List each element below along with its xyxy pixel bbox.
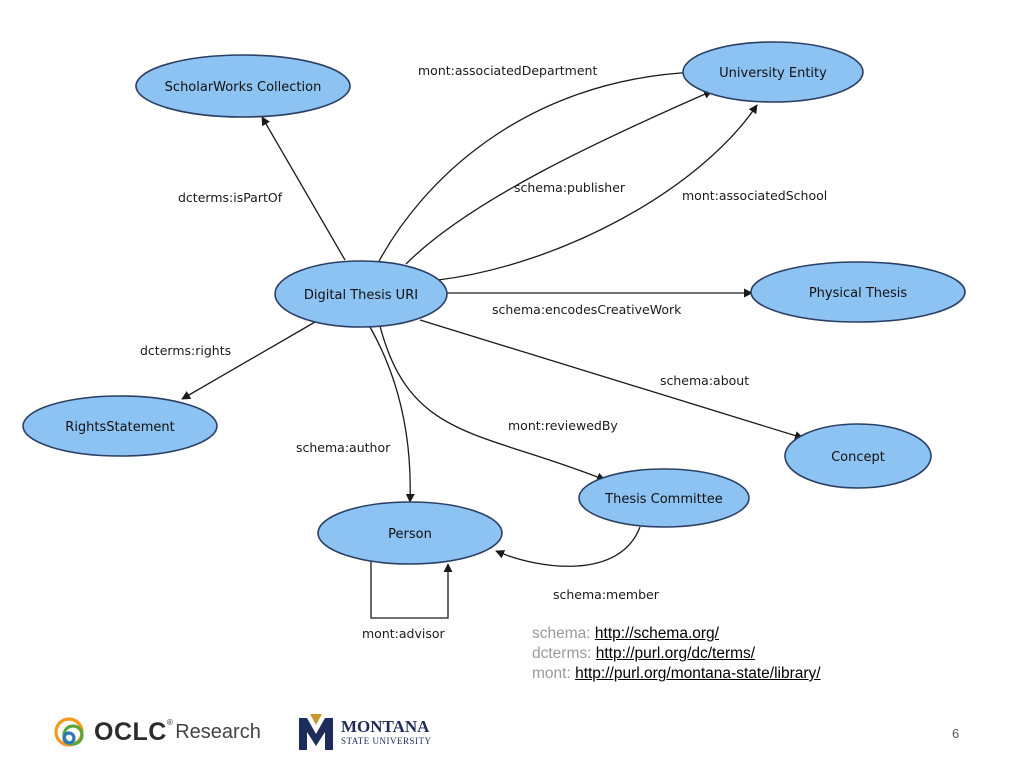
node-concept: Concept xyxy=(784,423,932,489)
namespace-prefix: dcterms: xyxy=(532,645,592,662)
namespace-link-dcterms[interactable]: http://purl.org/dc/terms/ xyxy=(595,645,756,662)
msu-wordmark: MONTANA STATE UNIVERSITY xyxy=(341,718,432,746)
rdf-diagram: dcterms:isPartOf mont:associatedDepartme… xyxy=(22,41,966,641)
edge-associated-department xyxy=(377,67,697,264)
node-university-entity: University Entity xyxy=(682,41,864,103)
node-label-digital-thesis: Digital Thesis URI xyxy=(304,288,418,303)
node-physical-thesis: Physical Thesis xyxy=(750,261,966,323)
edge-publisher xyxy=(405,90,713,265)
node-label-physical-thesis: Physical Thesis xyxy=(809,286,908,301)
edge-label-reviewed-by: mont:reviewedBy xyxy=(508,418,618,433)
edge-label-associated-department: mont:associatedDepartment xyxy=(418,63,597,78)
edge-label-about: schema:about xyxy=(660,373,749,388)
oclc-research-logo: OCLC® Research xyxy=(54,712,261,752)
edge-label-member: schema:member xyxy=(553,587,660,602)
oclc-swirl-icon xyxy=(54,717,84,747)
edge-reviewed-by xyxy=(379,325,606,482)
namespace-link-schema[interactable]: http://schema.org/ xyxy=(594,625,719,642)
edge-label-publisher: schema:publisher xyxy=(514,180,626,195)
edge-associated-school xyxy=(437,104,758,281)
node-thesis-committee: Thesis Committee xyxy=(578,468,750,528)
namespace-row-schema: schema: http://schema.org/ xyxy=(532,624,821,644)
node-label-scholarworks: ScholarWorks Collection xyxy=(165,80,322,95)
edge-label-advisor: mont:advisor xyxy=(362,626,445,641)
namespace-prefix: schema: xyxy=(532,625,591,642)
edge-label-encodes-creative-work: schema:encodesCreativeWork xyxy=(492,302,682,317)
node-label-concept: Concept xyxy=(831,450,885,465)
node-label-rights: RightsStatement xyxy=(65,420,174,435)
montana-state-logo: MONTANA STATE UNIVERSITY xyxy=(297,710,432,754)
msu-m-icon xyxy=(299,714,333,750)
node-scholarworks-collection: ScholarWorks Collection xyxy=(135,54,351,118)
edge-about xyxy=(419,319,804,440)
oclc-research-text: Research xyxy=(175,720,261,743)
namespace-legend: schema: http://schema.org/ dcterms: http… xyxy=(532,624,821,684)
msu-name: MONTANA xyxy=(341,717,430,736)
namespace-row-dcterms: dcterms: http://purl.org/dc/terms/ xyxy=(532,644,821,664)
edge-rights xyxy=(181,321,316,400)
node-person: Person xyxy=(317,501,503,565)
oclc-wordmark: OCLC® xyxy=(94,717,174,746)
edge-is-part-of xyxy=(261,116,346,261)
namespace-row-mont: mont: http://purl.org/montana-state/libr… xyxy=(532,664,821,684)
page-number: 6 xyxy=(952,726,960,741)
node-rights-statement: RightsStatement xyxy=(22,395,218,457)
node-label-person: Person xyxy=(388,527,432,542)
edge-label-associated-school: mont:associatedSchool xyxy=(682,188,827,203)
namespace-link-mont[interactable]: http://purl.org/montana-state/library/ xyxy=(575,665,821,682)
edge-author xyxy=(369,326,415,503)
edge-advisor xyxy=(370,560,453,619)
node-label-university: University Entity xyxy=(719,66,827,81)
edge-label-rights: dcterms:rights xyxy=(140,343,231,358)
node-label-committee: Thesis Committee xyxy=(604,492,723,507)
edge-label-author: schema:author xyxy=(296,440,391,455)
edge-label-is-part-of: dcterms:isPartOf xyxy=(178,190,283,205)
msu-subtitle: STATE UNIVERSITY xyxy=(341,736,432,746)
edge-member xyxy=(495,526,641,567)
namespace-prefix: mont: xyxy=(532,665,571,682)
node-digital-thesis-uri: Digital Thesis URI xyxy=(274,260,448,328)
